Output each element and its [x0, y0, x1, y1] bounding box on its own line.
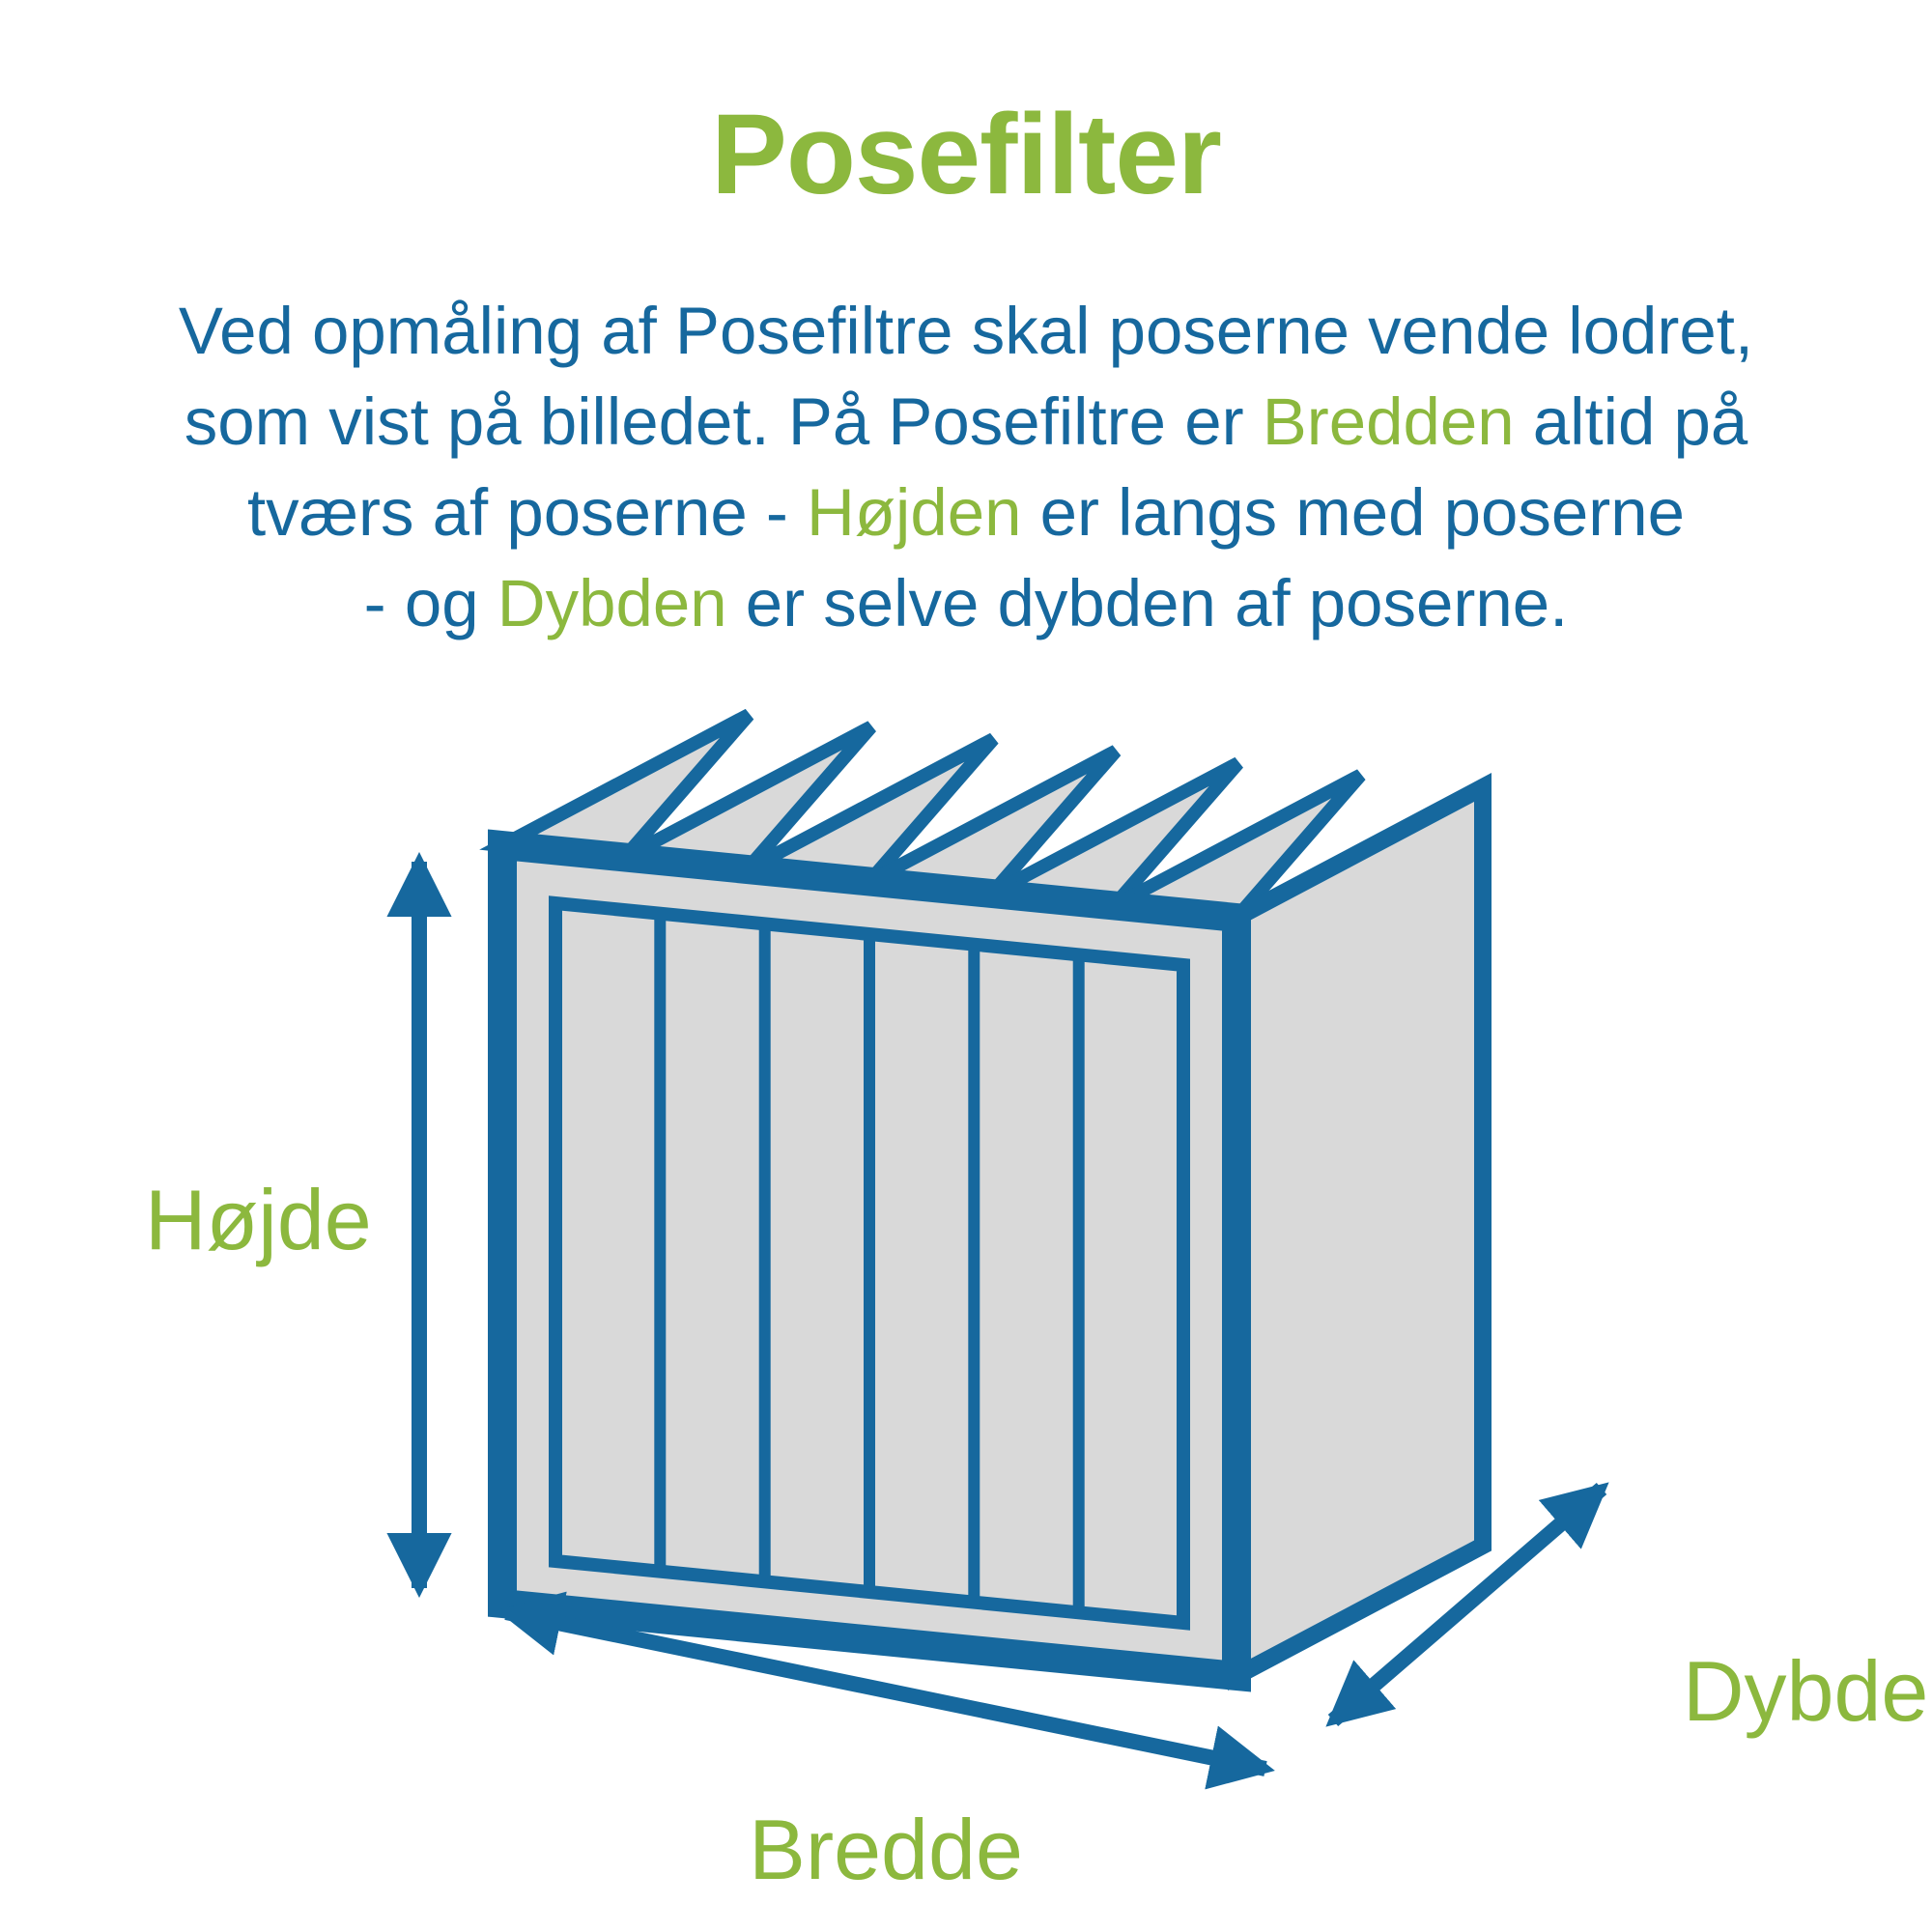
- depth-label: Dybde: [1683, 1643, 1929, 1739]
- width-label: Bredde: [749, 1802, 1023, 1897]
- intro-line-4: - og Dybden er selve dybden af poserne.: [0, 558, 1932, 649]
- text-segment: er selve dybden af poserne.: [726, 566, 1569, 640]
- height-label: Højde: [145, 1172, 372, 1267]
- intro-line-1: Ved opmåling af Posefiltre skal poserne …: [0, 286, 1932, 377]
- text-segment: altid på: [1514, 384, 1748, 459]
- intro-paragraph: Ved opmåling af Posefiltre skal poserne …: [0, 286, 1932, 649]
- intro-line-2: som vist på billedet. På Posefiltre er B…: [0, 377, 1932, 468]
- pocket-dividers: [654, 913, 1085, 1613]
- text-segment: tværs af poserne -: [246, 475, 808, 550]
- text-segment: - og: [363, 566, 497, 640]
- filter-side-face: [1228, 773, 1492, 1690]
- depth-keyword: Dybden: [497, 566, 727, 640]
- height-keyword: Højden: [807, 475, 1022, 550]
- width-dimension-arrow: [497, 1591, 1275, 1790]
- depth-dimension-arrow: [1325, 1482, 1609, 1727]
- text-segment: Ved opmåling af Posefiltre skal poserne …: [178, 294, 1754, 368]
- page-title: Posefilter: [711, 91, 1222, 218]
- intro-line-3: tværs af poserne - Højden er langs med p…: [0, 468, 1932, 558]
- text-segment: er langs med poserne: [1021, 475, 1686, 550]
- text-segment: som vist på billedet. På Posefiltre er: [184, 384, 1263, 459]
- width-keyword: Bredden: [1262, 384, 1515, 459]
